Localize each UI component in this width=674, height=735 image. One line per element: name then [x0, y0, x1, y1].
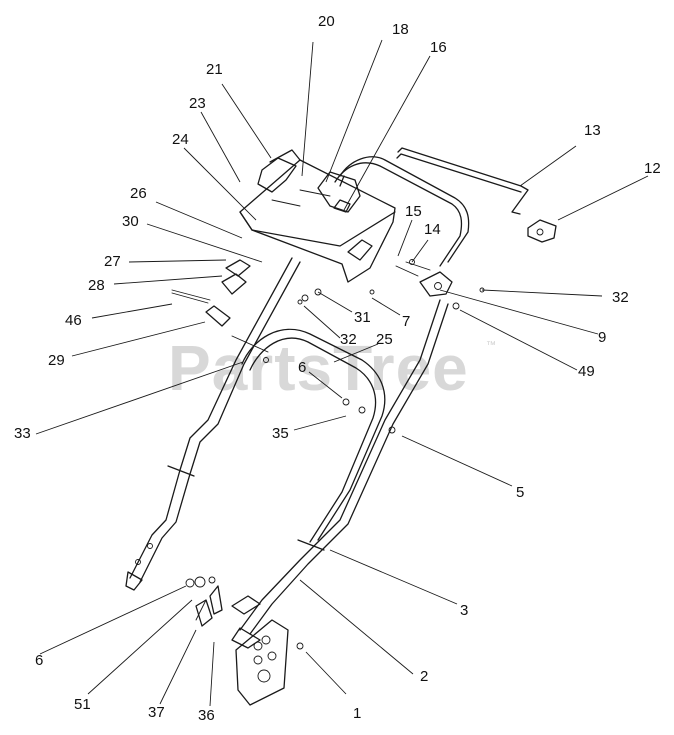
- callout-23: 23: [189, 95, 206, 112]
- callout-32-right: 32: [612, 289, 629, 306]
- callout-25: 25: [376, 331, 393, 348]
- callout-46: 46: [65, 312, 82, 329]
- callout-6-upper: 6: [298, 359, 306, 376]
- callout-28: 28: [88, 277, 105, 294]
- callout-24: 24: [172, 131, 189, 148]
- part-33-upper-handle: [125, 257, 301, 591]
- part-9-bracket: [419, 271, 453, 297]
- callout-15: 15: [405, 203, 422, 220]
- callout-29: 29: [48, 352, 65, 369]
- callout-13: 13: [584, 122, 601, 139]
- callout-16: 16: [430, 39, 447, 56]
- callout-27: 27: [104, 253, 121, 270]
- callout-3: 3: [460, 602, 468, 619]
- callout-35: 35: [272, 425, 289, 442]
- callout-1: 1: [353, 705, 361, 722]
- callout-30: 30: [122, 213, 139, 230]
- watermark-trademark: ™: [486, 340, 496, 351]
- callout-5: 5: [516, 484, 524, 501]
- callout-49: 49: [578, 363, 595, 380]
- part-control-box: [239, 149, 396, 283]
- part-27-knob: [221, 259, 251, 295]
- callout-26: 26: [130, 185, 147, 202]
- part-1-plate: [231, 595, 289, 706]
- part-12-clip: [527, 219, 557, 243]
- callout-37: 37: [148, 704, 165, 721]
- callout-33: 33: [14, 425, 31, 442]
- watermark-text: PartsTree: [168, 332, 469, 404]
- callout-36: 36: [198, 707, 215, 724]
- callout-21: 21: [206, 61, 223, 78]
- callout-51: 51: [74, 696, 91, 713]
- callout-12: 12: [644, 160, 661, 177]
- callout-labels: 20 18 16 21 23 24 13 12 26 30 15 14 27 2…: [14, 13, 661, 724]
- callout-20: 20: [318, 13, 335, 30]
- part-bail-bar: [334, 156, 470, 267]
- callout-6-lower: 6: [35, 652, 43, 669]
- callout-2: 2: [420, 668, 428, 685]
- callout-32-middle: 32: [340, 331, 357, 348]
- part-29-tube: [171, 289, 231, 327]
- callout-31: 31: [354, 309, 371, 326]
- part-25-handle: [241, 328, 386, 543]
- callout-7: 7: [402, 313, 410, 330]
- callout-9: 9: [598, 329, 606, 346]
- hardware: [185, 259, 485, 650]
- leader-lines: [35, 39, 649, 707]
- callout-14: 14: [424, 221, 441, 238]
- part-13-rod: [396, 147, 529, 215]
- callout-18: 18: [392, 21, 409, 38]
